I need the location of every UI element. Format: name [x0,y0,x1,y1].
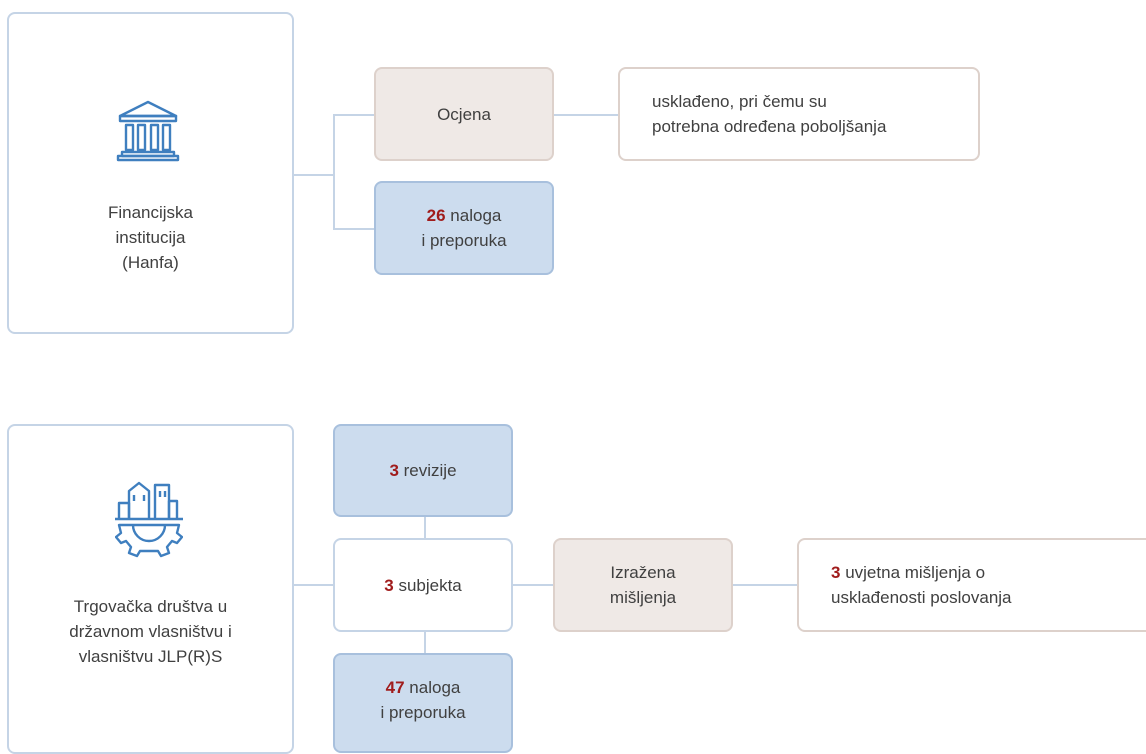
entity-box-state-companies: Trgovačka društva u državnom vlasništvu … [7,424,294,754]
assessment-value-line: potrebna određena poboljšanja [652,117,887,136]
orders-box-section2: 47 naloga i preporuka [333,653,513,753]
subjects-count: 3 [384,575,394,595]
connector-line [294,584,334,586]
orders-line2: i preporuka [421,231,507,250]
opinion-value-line2: usklađenosti poslovanja [831,588,1012,607]
orders-line1: naloga [409,678,461,697]
orders-box-section1: 26 naloga i preporuka [374,181,554,275]
bank-building-icon [116,100,180,162]
assessment-value-line: usklađeno, pri čemu su [652,92,827,111]
connector-line [333,114,335,229]
entity-label-line: Trgovačka društva u [73,597,228,616]
connector-line [333,114,375,116]
opinion-value-text: 3 uvjetna mišljenja o usklađenosti poslo… [831,560,1012,610]
orders-count: 26 [426,206,446,225]
connector-line [294,174,334,176]
audits-text: 3 revizije [389,458,456,483]
connector-line [732,584,798,586]
entity-label-line: državnom vlasništvu i [69,622,232,641]
entity-label-line: vlasništvu JLP(R)S [78,647,223,666]
entity-label: Financijska institucija (Hanfa) [9,200,292,275]
subjects-label: subjekta [398,575,462,595]
connector-line [512,584,554,586]
assessment-label: Ocjena [437,104,491,124]
entity-label-line: (Hanfa) [122,253,179,272]
orders-count: 47 [385,678,405,697]
opinion-value-line1: uvjetna mišljenja o [845,563,986,582]
opinion-value-box: 3 uvjetna mišljenja o usklađenosti poslo… [797,538,1146,632]
orders-text: 26 naloga i preporuka [421,203,506,253]
connector-line [424,516,426,539]
opinion-label-line: mišljenja [609,588,677,607]
opinion-count: 3 [831,563,841,582]
entity-label-line: institucija [115,228,186,247]
opinion-label-line: Izražena [610,563,676,582]
opinion-label-box: Izražena mišljenja [553,538,733,632]
orders-line2: i preporuka [380,703,466,722]
connector-line [333,228,375,230]
entity-box-financial-institution: Financijska institucija (Hanfa) [7,12,294,334]
assessment-value-text: usklađeno, pri čemu su potrebna određena… [652,89,886,139]
orders-line1: naloga [450,206,502,225]
connector-line [424,631,426,654]
connector-line [553,114,619,116]
opinion-label: Izražena mišljenja [610,560,676,610]
subjects-box: 3 subjekta [333,538,513,632]
entity-label: Trgovačka društva u državnom vlasništvu … [9,594,292,669]
city-gear-icon [115,481,183,558]
assessment-value-box: usklađeno, pri čemu su potrebna određena… [618,67,980,161]
assessment-label-box: Ocjena [374,67,554,161]
subjects-text: 3 subjekta [384,573,462,598]
audits-count: 3 [389,461,399,480]
orders-text: 47 naloga i preporuka [380,675,465,725]
audits-label: revizije [403,461,457,480]
entity-label-line: Financijska [107,203,194,222]
audits-box: 3 revizije [333,424,513,517]
